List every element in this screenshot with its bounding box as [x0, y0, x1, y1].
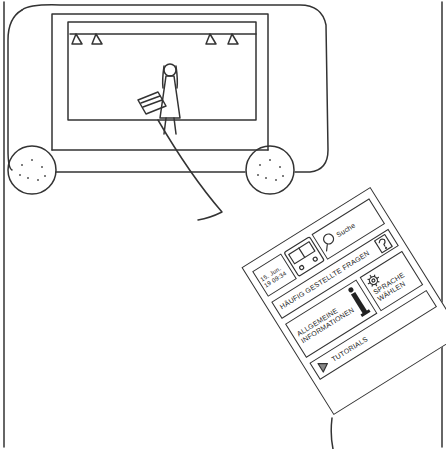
ui-label: SPRACHE WÄHLEN: [372, 267, 416, 303]
date-box: 15. Jun. 19 09:34: [252, 253, 297, 296]
tablet-screen: 15. Jun. 19 09:34 SucheHÄUFIG GESTELLTE F…: [241, 187, 446, 415]
ui-label: ALLGEMEINE INFORMATIONEN: [296, 298, 359, 346]
ui-icons: [243, 188, 446, 413]
search-box: Suche: [312, 198, 386, 259]
ui-label: 15. Jun. 19 09:34: [260, 263, 291, 290]
language-box: SPRACHE WÄHLEN: [360, 251, 424, 311]
ui-label: TUTORIALS: [330, 335, 369, 364]
tutorials-bar: TUTORIALS: [309, 290, 437, 380]
faq-bar: HÄUFIG GESTELLTE FRAGEN: [271, 229, 399, 319]
ui-label: Suche: [335, 221, 357, 239]
